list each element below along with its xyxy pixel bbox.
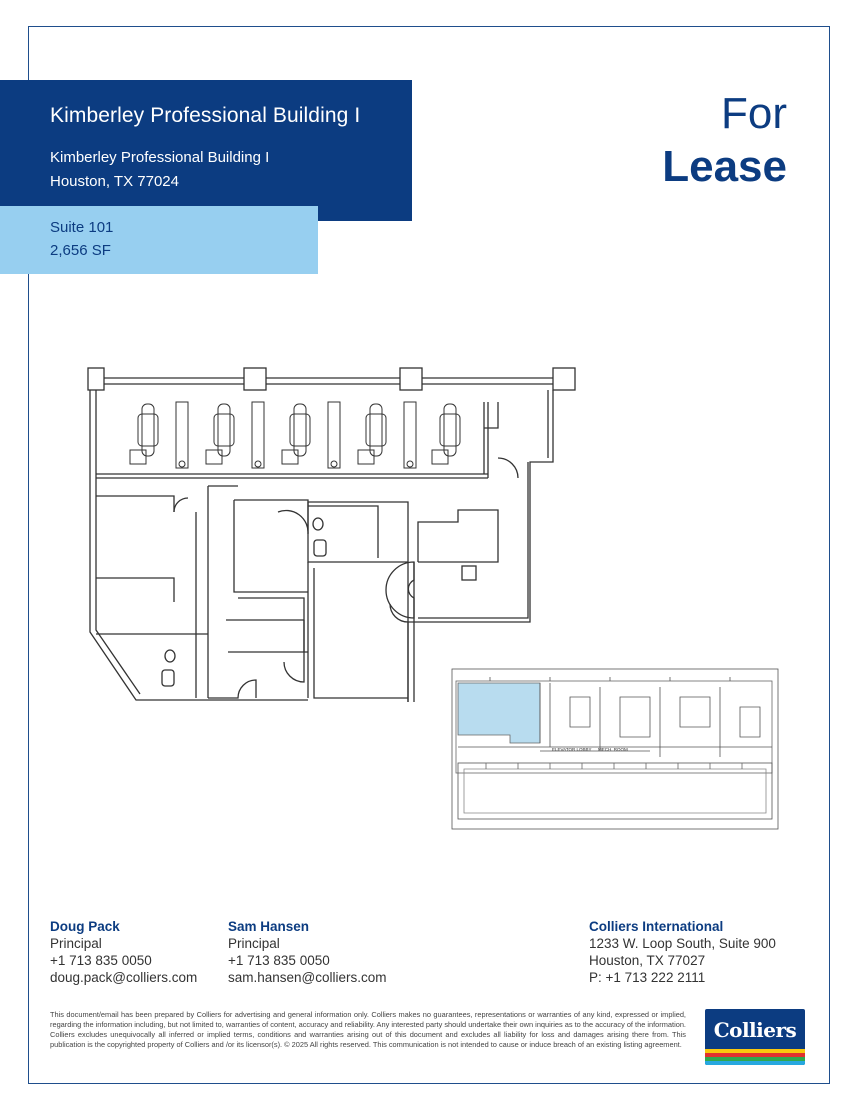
contact-doug-pack: Doug Pack Principal +1 713 835 0050 doug… — [50, 918, 197, 986]
address-line-2: Houston, TX 77024 — [50, 173, 179, 190]
company-address-1: 1233 W. Loop South, Suite 900 — [589, 936, 776, 951]
logo-stripe-red — [705, 1053, 805, 1057]
contact-email[interactable]: sam.hansen@colliers.com — [228, 970, 387, 985]
building-key-plan: ELEVATOR LOBBY MECH. ROOM — [451, 668, 779, 830]
logo-stripes — [705, 1049, 805, 1065]
address-line-1: Kimberley Professional Building I — [50, 149, 270, 166]
logo-stripe-blue — [705, 1061, 805, 1065]
suite-size: 2,656 SF — [50, 242, 111, 259]
suite-floor-plan — [87, 367, 576, 702]
page-border — [28, 26, 830, 1084]
keyplan-mech-room: MECH. ROOM — [598, 747, 628, 752]
building-title: Kimberley Professional Building I — [50, 104, 361, 127]
company-phone[interactable]: P: +1 713 222 2111 — [589, 970, 706, 985]
legal-disclaimer: This document/email has been prepared by… — [50, 1010, 686, 1049]
contact-name: Doug Pack — [50, 919, 120, 934]
listing-header: Kimberley Professional Building I Kimber… — [0, 80, 412, 221]
logo-wordmark: Colliers — [713, 1018, 797, 1042]
contact-title: Principal — [228, 936, 280, 951]
logo-stripe-yellow — [705, 1049, 805, 1053]
logo-stripe-green — [705, 1057, 805, 1061]
company-address-2: Houston, TX 77027 — [589, 953, 706, 968]
contact-title: Principal — [50, 936, 102, 951]
contact-email[interactable]: doug.pack@colliers.com — [50, 970, 198, 985]
company-info: Colliers International 1233 W. Loop Sout… — [589, 918, 776, 986]
contact-sam-hansen: Sam Hansen Principal +1 713 835 0050 sam… — [228, 918, 387, 986]
suite-number: Suite 101 — [50, 219, 114, 236]
colliers-logo: Colliers — [705, 1009, 805, 1065]
suite-banner: Suite 101 2,656 SF — [0, 206, 318, 274]
lease-label: Lease — [662, 142, 787, 191]
keyplan-elevator-lobby: ELEVATOR LOBBY — [552, 747, 592, 752]
contact-phone[interactable]: +1 713 835 0050 — [228, 953, 330, 968]
contact-phone[interactable]: +1 713 835 0050 — [50, 953, 152, 968]
for-label: For — [721, 89, 787, 138]
contact-name: Sam Hansen — [228, 919, 310, 934]
company-name: Colliers International — [589, 919, 724, 934]
